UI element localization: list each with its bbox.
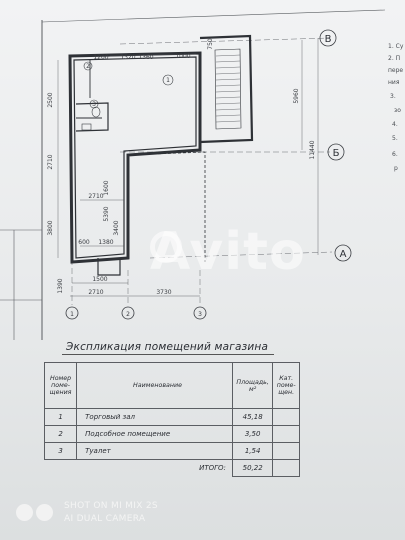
row-2-category [272, 425, 300, 443]
note-3: пере [388, 67, 403, 74]
axis-bubble-bcyr: Б [327, 143, 345, 161]
camera-line-1: SHOT ON MI MIX 2S [64, 501, 158, 511]
room-3-label: 3 [92, 101, 96, 108]
frame-top [41, 9, 386, 23]
dim-2710-bottom: 2710 [88, 289, 103, 296]
room-2-label: 2 [86, 63, 90, 70]
dim-2710-horizontal: 2710 [88, 193, 103, 200]
dim-2710-vertical: 2710 [47, 154, 54, 169]
watermark-logo [150, 231, 182, 263]
note-1: 1. Су [388, 43, 404, 50]
row-3-name: Туалет [76, 442, 233, 460]
dim-3730: 3730 [156, 289, 171, 296]
dim-3800: 3800 [47, 220, 54, 235]
total-value: 50,22 [231, 459, 274, 477]
table-header-row: Номер поме-щения Наименование Площадь, м… [43, 362, 300, 409]
total-label: ИТОГО: [76, 459, 233, 477]
dim-750: 750 [207, 38, 214, 50]
row-1-area: 45,18 [231, 408, 274, 426]
dim-600: 600 [78, 239, 90, 246]
row-2-area: 3,50 [231, 425, 274, 443]
axis-bubble-1: 1 [65, 306, 79, 320]
room-1-label: 1 [166, 77, 170, 84]
toilet-fixture [81, 106, 101, 131]
note-9: 6. [392, 151, 398, 158]
explication-title-underline [62, 354, 274, 355]
dim-1200: 1200 [93, 54, 108, 61]
dim-1500: 1500 [92, 276, 107, 283]
dim-1380: 1380 [98, 239, 113, 246]
floor-plan: B Б A 1 2 3 [0, 9, 404, 340]
stair-treads [215, 54, 241, 123]
table-row: 3 Туалет 1,54 [43, 442, 300, 460]
dim-5960: 5960 [293, 88, 300, 103]
note-4: ния [388, 79, 400, 86]
row-1-name: Торговый зал [76, 408, 233, 426]
dim-1600: 1600 [103, 180, 110, 195]
header-name: Наименование [76, 362, 233, 409]
axis-label-1: 1 [70, 311, 74, 318]
dim-1320: 1320 [120, 54, 135, 61]
note-5: 3. [390, 93, 396, 100]
row-3-category [272, 442, 300, 460]
camera-line-2: AI DUAL CAMERA [64, 514, 146, 524]
table-row: 1 Торговый зал 45,18 [43, 408, 300, 426]
axis-line-b [119, 37, 331, 45]
header-room-number: Номер поме-щения [43, 362, 78, 409]
axis-bubble-2: 2 [121, 306, 135, 320]
axis-label-bcyr: Б [333, 148, 340, 159]
explication-table: Номер поме-щения Наименование Площадь, м… [43, 362, 300, 477]
dim-2500: 2500 [47, 92, 54, 107]
axis-label-b: B [325, 34, 332, 45]
explication-title: Экспликация помещений магазина [66, 341, 269, 353]
axis-bubble-a: A [334, 244, 352, 262]
row-1-category [272, 408, 300, 426]
header-category: Кат. поме-щен. [272, 362, 300, 409]
dim-1000: 1000 [175, 53, 190, 60]
note-10: р [394, 165, 398, 172]
walls [68, 34, 254, 276]
camera-dots-icon [16, 504, 62, 522]
room-marker-2: 2 [83, 61, 93, 71]
room-marker-3: 3 [89, 99, 99, 109]
row-2-name: Подсобное помещение [76, 425, 233, 443]
axis-bubble-b: B [319, 29, 337, 47]
total-category [272, 459, 300, 477]
header-area: Площадь, м² [231, 362, 274, 409]
note-2: 2. П [388, 55, 400, 62]
table-total-row: ИТОГО: 50,22 [45, 459, 300, 477]
room-marker-1: 1 [162, 74, 174, 86]
watermark-text: Avito [150, 222, 306, 282]
note-6: зо [394, 107, 401, 114]
dim-1390: 1390 [57, 278, 64, 293]
dim-1360: 1360 [138, 54, 153, 61]
axis-label-3: 3 [198, 311, 202, 318]
dim-11440: 11440 [309, 140, 316, 159]
note-8: 5. [392, 135, 398, 142]
axis-label-a: A [340, 249, 347, 260]
dimension-lines [57, 38, 319, 297]
dim-3400: 3400 [113, 220, 120, 235]
row-3-area: 1,54 [231, 442, 274, 460]
side-notes: 1. Су 2. П пере ния 3. зо 4. 5. 6. р [388, 43, 404, 172]
note-7: 4. [392, 121, 398, 128]
axis-line-a [149, 251, 333, 259]
row-1-number: 1 [43, 408, 78, 426]
axis-bubble-3: 3 [193, 306, 207, 320]
row-2-number: 2 [43, 425, 78, 443]
table-row: 2 Подсобное помещение 3,50 [43, 425, 300, 443]
dim-5390: 5390 [103, 206, 110, 221]
row-3-number: 3 [43, 442, 78, 460]
axis-label-2: 2 [126, 311, 130, 318]
